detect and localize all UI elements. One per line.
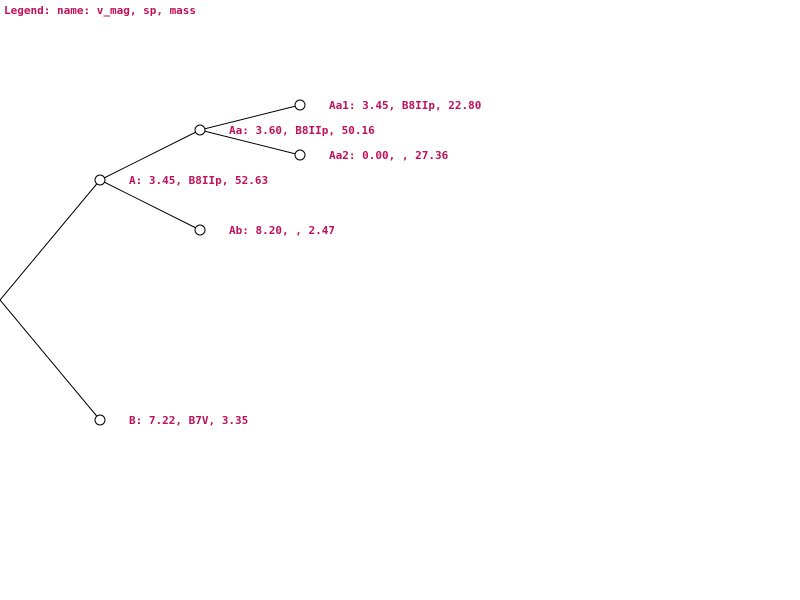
node-label-Ab: Ab: 8.20, , 2.47	[229, 224, 335, 237]
edge-A-Ab	[99, 179, 201, 231]
node-Ab[interactable]	[194, 224, 206, 236]
edges-layer	[0, 104, 301, 421]
node-label-Aa: Aa: 3.60, B8IIp, 50.16	[229, 124, 375, 137]
node-B[interactable]	[94, 414, 106, 426]
node-A[interactable]	[94, 174, 106, 186]
edge-Aa-Aa1	[199, 104, 301, 131]
edge-Aa-Aa2	[199, 129, 301, 156]
edge-root-B	[0, 299, 101, 421]
node-Aa[interactable]	[194, 124, 206, 136]
node-label-Aa1: Aa1: 3.45, B8IIp, 22.80	[329, 99, 481, 112]
edge-A-Aa	[99, 129, 201, 181]
node-label-B: B: 7.22, B7V, 3.35	[129, 414, 248, 427]
node-Aa1[interactable]	[294, 99, 306, 111]
labels-layer: A: 3.45, B8IIp, 52.63 B: 7.22, B7V, 3.35 A…	[129, 99, 481, 427]
node-Aa2[interactable]	[294, 149, 306, 161]
node-label-A: A: 3.45, B8IIp, 52.63	[129, 174, 268, 187]
legend: Legend: name: v_mag, sp, mass	[4, 4, 197, 17]
edge-root-A	[0, 179, 101, 301]
node-label-Aa2: Aa2: 0.00, , 27.36	[329, 149, 449, 162]
nodes-layer	[94, 99, 306, 426]
